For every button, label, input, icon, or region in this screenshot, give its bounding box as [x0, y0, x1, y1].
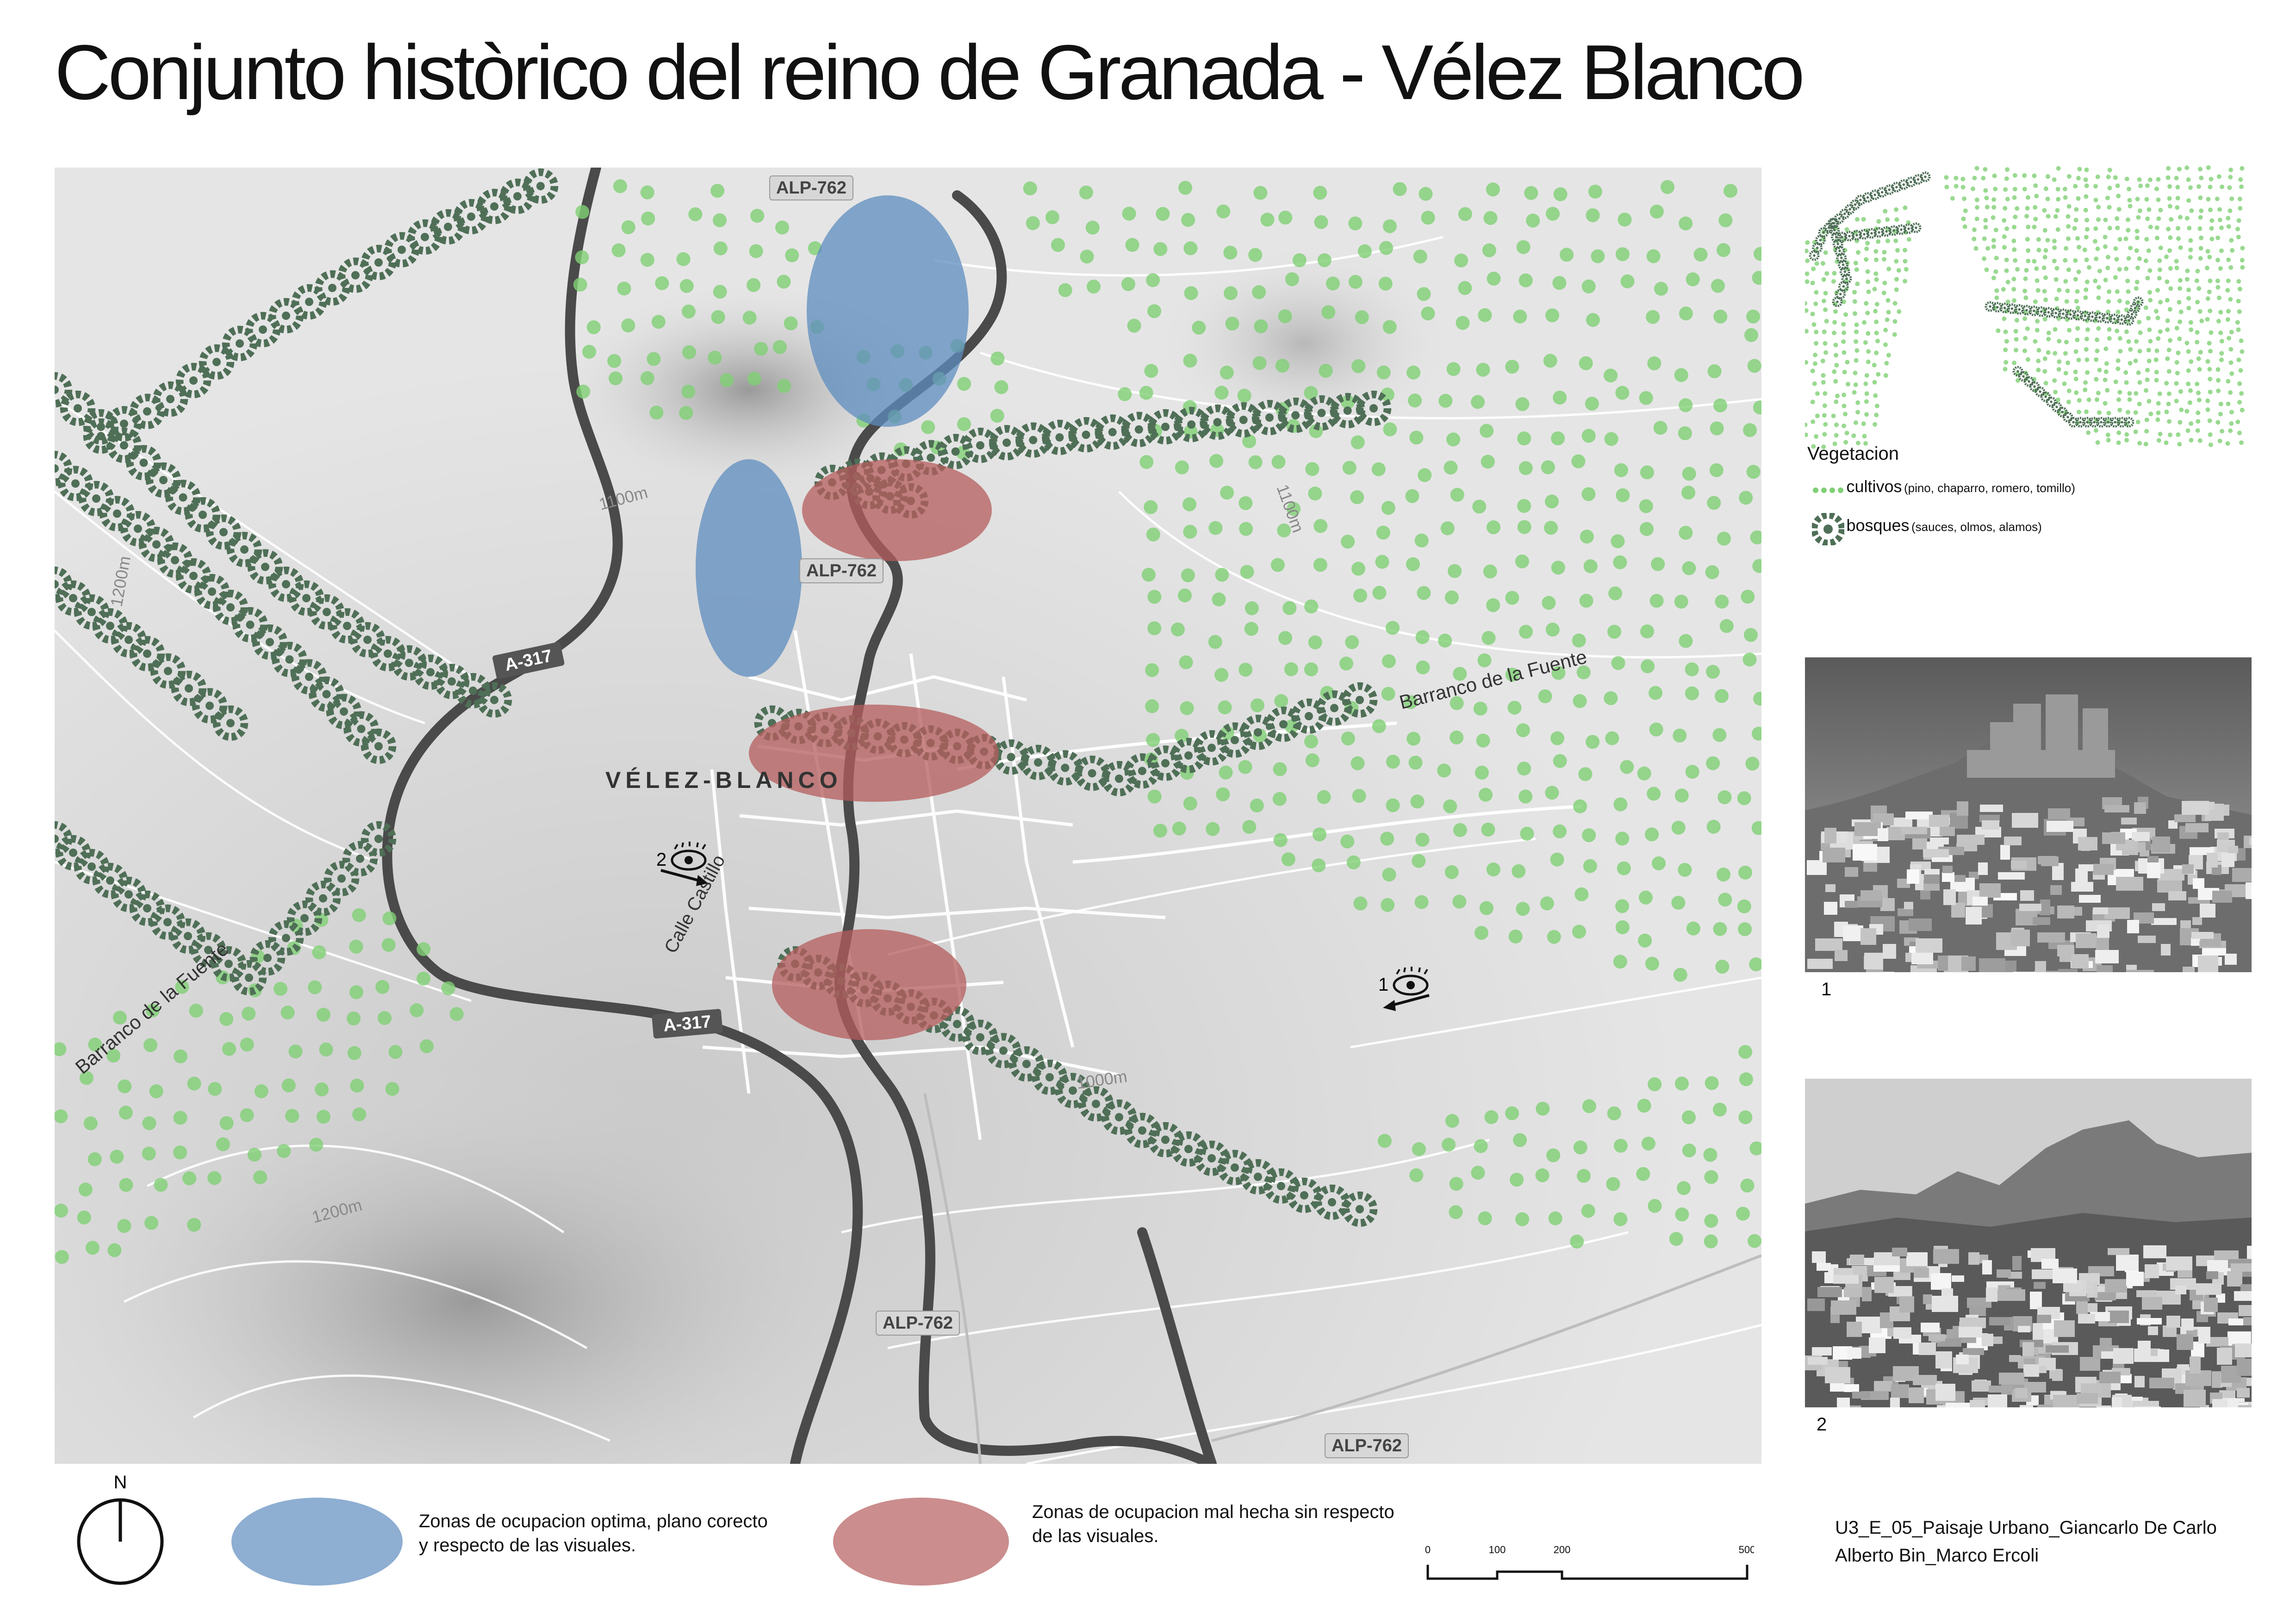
legend-bosques: bosques (sauces, olmos, alamos) [1811, 512, 2042, 546]
cultivos-dots-icon [1813, 487, 1843, 493]
legend-cultivos: cultivos (pino, chaparro, romero, tomill… [1812, 477, 2075, 497]
photo-2-number: 2 [1817, 1414, 1827, 1435]
page-title: Conjunto històrico del reino de Granada … [55, 29, 1805, 116]
legend-heading: Vegetacion [1807, 443, 1899, 464]
poor-zone[interactable] [772, 929, 966, 1040]
scale-tick: 100 [1489, 1544, 1506, 1555]
minimap-cultivos [1805, 165, 2245, 450]
castle [1967, 694, 2115, 778]
optimal-zone[interactable] [807, 195, 969, 427]
road-label: A-317 [663, 1012, 712, 1036]
road-label: ALP-762 [1332, 1436, 1402, 1455]
viewpoint-1[interactable]: 1 [1378, 967, 1430, 1011]
credits-line: U3_E_05_Paisaje Urbano_Giancarlo De Carl… [1835, 1518, 2217, 1538]
hill-shade [55, 1070, 888, 1464]
optimal-legend-line: Zonas de ocupacion optima, plano corecto [419, 1511, 768, 1531]
houses [1805, 1245, 2252, 1407]
scale-tick: 500 [1739, 1544, 1754, 1555]
town-label: VÉLEZ-BLANCO [605, 767, 842, 793]
scale-bar: 0 100 200 500 [1425, 1544, 1754, 1580]
minimap-bosques [1809, 171, 2144, 428]
optimal-swatch [231, 1498, 403, 1586]
bosques-vegetation [55, 168, 1392, 1227]
cultivos-detail: (pino, chaparro, romero, tomillo) [1904, 481, 2075, 495]
road-label: ALP-762 [776, 178, 846, 198]
poor-legend-line: Zonas de ocupacion mal hecha sin respect… [1032, 1502, 1394, 1522]
north-arrow: N [77, 1472, 164, 1585]
main-map[interactable]: ALP-762 ALP-762 ALP-762 ALP-762 A-317 A-… [55, 168, 1761, 1464]
cultivos-label: cultivos [1846, 477, 1902, 496]
svg-text:1: 1 [1378, 974, 1388, 995]
eye-icon [1393, 967, 1429, 996]
poor-legend-line: de las visuales. [1032, 1526, 1159, 1546]
arrow-icon [660, 869, 708, 886]
road-label: ALP-762 [883, 1313, 953, 1333]
credits: U3_E_05_Paisaje Urbano_Giancarlo De Carl… [1835, 1514, 2217, 1569]
poor-zone[interactable] [802, 459, 992, 561]
bosques-detail: (sauces, olmos, alamos) [1911, 520, 2042, 534]
road-label: ALP-762 [806, 561, 877, 581]
vegetation-minimap [1805, 163, 2249, 450]
poor-zone[interactable] [749, 705, 999, 802]
optimal-legend-line: y respecto de las visuales. [419, 1535, 636, 1555]
north-label: N [114, 1472, 127, 1493]
viewpoint-2[interactable]: 2 [656, 842, 708, 886]
scale-tick: 0 [1425, 1544, 1431, 1555]
poor-swatch [833, 1498, 1009, 1586]
scale-tick: 200 [1554, 1544, 1571, 1555]
bosques-label: bosques [1846, 516, 1910, 535]
poor-legend: Zonas de ocupacion mal hecha sin respect… [1032, 1500, 1394, 1548]
photo-panorama[interactable] [1805, 1079, 2252, 1407]
minor-roads [923, 1093, 1761, 1464]
photo-1-number: 1 [1821, 979, 1832, 999]
eye-icon [671, 842, 707, 871]
optimal-legend: Zonas de ocupacion optima, plano corecto… [419, 1509, 768, 1557]
bosques-tree-icon [1811, 512, 1845, 546]
road-labels: ALP-762 ALP-762 ALP-762 ALP-762 A-317 A-… [492, 175, 1409, 1458]
credits-line: Alberto Bin_Marco Ercoli [1835, 1545, 2039, 1566]
svg-text:2: 2 [656, 849, 666, 870]
cultivos-vegetation [55, 179, 1761, 1264]
houses [1807, 797, 2252, 972]
optimal-zone[interactable] [696, 459, 802, 677]
photo-castle[interactable] [1805, 657, 2252, 972]
arrow-icon [1383, 994, 1430, 1011]
